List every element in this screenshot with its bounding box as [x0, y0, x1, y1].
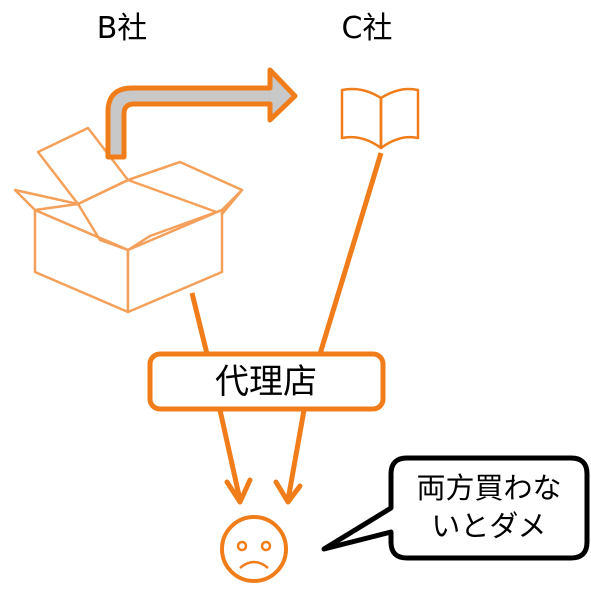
agency-box: 代理店: [147, 351, 386, 412]
agency-label: 代理店: [215, 362, 317, 402]
connector-book-to-agency: [317, 152, 384, 355]
speech-line-2: いとダメ: [431, 509, 546, 543]
company-c-label: C社: [342, 11, 393, 46]
connector-box-to-agency: [189, 292, 210, 355]
sad-face-icon: [220, 515, 288, 583]
speech-bubble: 両方買わな いとダメ: [321, 455, 590, 561]
arrow-agency-to-customer-left: [217, 407, 253, 505]
speech-line-1: 両方買わな: [416, 471, 561, 505]
curved-arrow-icon: [105, 67, 298, 160]
open-book-icon: [340, 87, 420, 150]
open-box-icon: [13, 126, 244, 314]
company-b-label: B社: [97, 11, 148, 46]
arrow-agency-to-customer-right: [273, 407, 307, 505]
